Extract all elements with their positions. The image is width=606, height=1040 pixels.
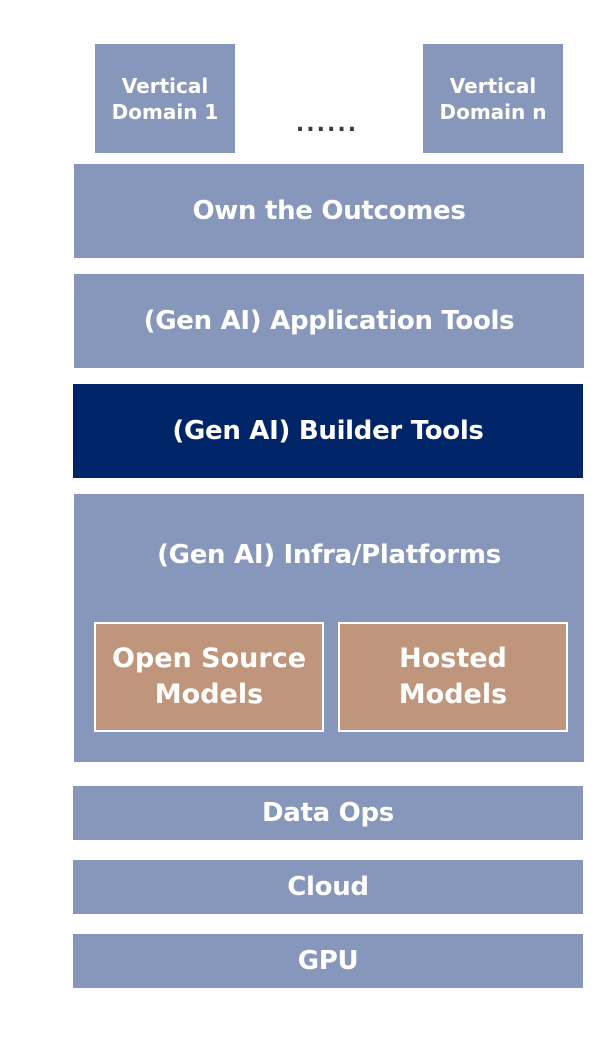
data-ops-label: Data Ops [262, 798, 394, 828]
vertical-domain-n-line1: Vertical [449, 73, 537, 98]
builder-tools-label: (Gen AI) Builder Tools [172, 416, 484, 446]
application-tools-layer: (Gen AI) Application Tools [74, 274, 584, 368]
hosted-models-line2: Models [398, 679, 508, 710]
cloud-label: Cloud [287, 872, 369, 902]
vertical-domain-n-line2: Domain n [439, 99, 547, 124]
data-ops-layer: Data Ops [73, 786, 583, 840]
gpu-layer: GPU [73, 934, 583, 988]
open-source-models-line1: Open Source [111, 643, 307, 674]
vertical-domain-1-box: Vertical Domain 1 [95, 44, 235, 153]
outcomes-layer: Own the Outcomes [74, 164, 584, 258]
vertical-domain-1-line1: Vertical [121, 73, 209, 98]
ellipsis: ...... [295, 112, 359, 137]
hosted-models-line1: Hosted [399, 643, 507, 674]
infra-platforms-label: (Gen AI) Infra/Platforms [157, 540, 501, 570]
open-source-models-box: Open Source Models [94, 622, 324, 732]
vertical-domain-1-line2: Domain 1 [111, 99, 219, 124]
hosted-models-box: Hosted Models [338, 622, 568, 732]
outcomes-label: Own the Outcomes [192, 196, 466, 226]
gpu-label: GPU [297, 946, 359, 976]
open-source-models-line2: Models [154, 679, 264, 710]
infra-platforms-layer: (Gen AI) Infra/Platforms Open Source Mod… [74, 494, 584, 762]
cloud-layer: Cloud [73, 860, 583, 914]
builder-tools-layer: (Gen AI) Builder Tools [73, 384, 583, 478]
application-tools-label: (Gen AI) Application Tools [143, 306, 515, 336]
vertical-domain-n-box: Vertical Domain n [423, 44, 563, 153]
